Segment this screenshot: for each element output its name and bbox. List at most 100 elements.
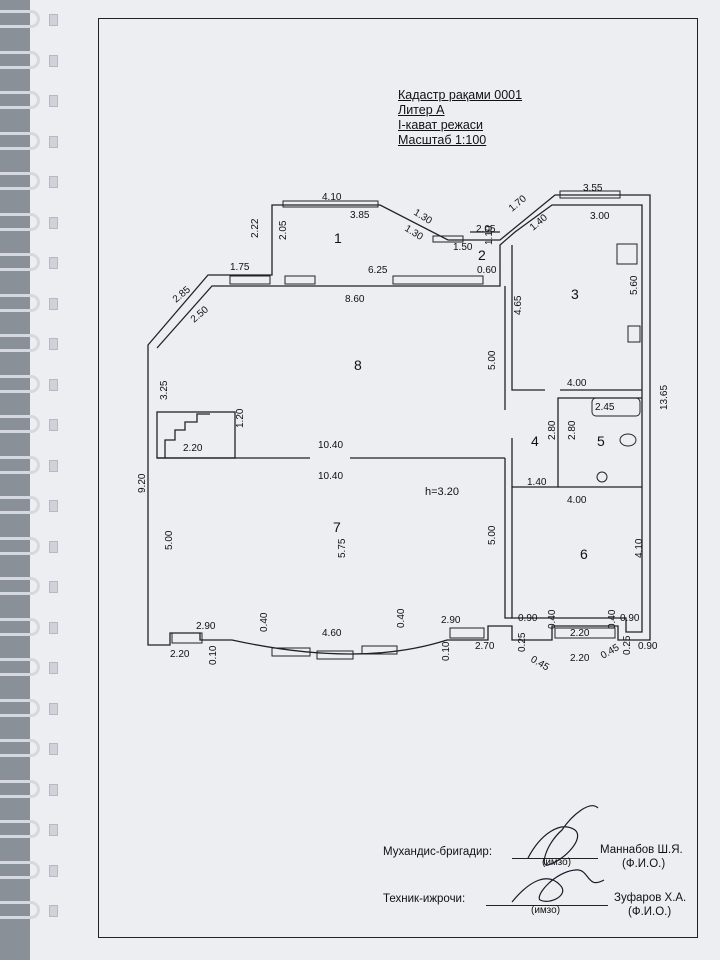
punch-hole xyxy=(49,864,58,877)
binding-ring xyxy=(0,739,40,757)
dimension-label: 9.20 xyxy=(137,473,148,493)
binding-ring xyxy=(0,374,40,393)
outer-wall xyxy=(147,194,651,655)
liter-label: Литер А xyxy=(398,103,445,117)
room-number-8: 8 xyxy=(354,357,362,373)
punch-hole xyxy=(49,905,58,917)
dimension-label: 5.00 xyxy=(487,525,498,545)
window-6 xyxy=(554,627,616,639)
dimension-label: 0.10 xyxy=(208,645,219,665)
dimension-label: 6.25 xyxy=(368,265,388,276)
punch-hole xyxy=(49,702,58,715)
window-2 xyxy=(432,235,464,243)
dimension-label: 2.85 xyxy=(171,284,193,305)
dimension-label: 0.40 xyxy=(259,612,270,632)
room-number-2: 2 xyxy=(478,247,486,263)
binding-ring xyxy=(0,577,40,595)
dimension-label: 1.40 xyxy=(527,477,547,488)
punch-hole xyxy=(49,500,58,512)
punch-hole xyxy=(49,743,58,755)
punch-hole xyxy=(49,459,58,472)
dimension-label: 2.20 xyxy=(570,628,590,639)
bathtub xyxy=(591,397,641,417)
dimension-label: 2.90 xyxy=(441,615,461,626)
window-7d xyxy=(361,645,398,655)
punch-hole xyxy=(49,581,58,593)
dimension-label: 0.45 xyxy=(599,642,622,661)
dimension-label: 8.60 xyxy=(345,294,365,305)
room-number-5: 5 xyxy=(597,433,605,449)
window-8c xyxy=(392,275,484,285)
binding-ring xyxy=(0,820,40,838)
punch-hole xyxy=(49,419,58,431)
window-8a xyxy=(229,275,271,285)
drawing-frame xyxy=(98,18,698,938)
dimension-label: 5.60 xyxy=(629,275,640,295)
dimension-label: 1.10 xyxy=(484,225,495,245)
dimension-label: 2.22 xyxy=(250,218,261,238)
dimension-label: 2.80 xyxy=(567,420,578,440)
punch-hole xyxy=(49,824,58,836)
window-3 xyxy=(559,190,621,199)
binding-ring xyxy=(0,10,40,28)
engineer-role: Мухандис-бригадир: xyxy=(383,846,493,858)
punch-hole xyxy=(49,135,58,148)
dimension-label: 4.00 xyxy=(567,378,587,389)
dimension-label: 13.65 xyxy=(659,385,670,410)
punch-hole xyxy=(49,378,58,391)
dimension-label: 5.00 xyxy=(487,350,498,370)
punch-hole xyxy=(49,621,58,634)
wall-7-8 xyxy=(504,286,512,619)
dimension-label: 5.75 xyxy=(337,538,348,558)
dimension-label: 0.10 xyxy=(441,641,452,661)
dimension-label: 3.55 xyxy=(583,183,603,194)
window-1 xyxy=(282,200,379,208)
binding-ring xyxy=(0,779,40,798)
binding-ring xyxy=(0,415,40,433)
dimension-label: 4.00 xyxy=(567,495,587,506)
technician-name: Зуфаров Х.А. xyxy=(614,892,687,904)
drain xyxy=(596,471,608,483)
binding-ring xyxy=(0,293,40,312)
technician-sign-caption: (имзо) xyxy=(531,905,561,916)
punch-hole xyxy=(49,257,58,269)
punch-hole xyxy=(49,783,58,796)
dimension-label: 0.60 xyxy=(477,265,497,276)
dimension-label: 1.70 xyxy=(507,193,529,214)
punch-hole xyxy=(49,176,58,188)
partition-3 xyxy=(511,245,642,391)
dimension-label: 2.20 xyxy=(570,653,590,664)
binding-ring xyxy=(0,901,40,919)
title-block: Кадастр рақами 0001 Литер А I-кават режа… xyxy=(398,88,522,148)
technician-sign-line xyxy=(486,905,608,906)
engineer-fio: (Ф.И.О.) xyxy=(622,858,666,870)
window-7a xyxy=(171,632,203,644)
dimension-label: 4.10 xyxy=(634,538,645,558)
dimension-label: 3.85 xyxy=(350,210,370,221)
binding-ring xyxy=(0,253,40,271)
dimension-label: 1.75 xyxy=(230,262,250,273)
dimension-label: 2.45 xyxy=(595,402,615,413)
stair-steps xyxy=(164,413,210,458)
dimension-label: 4.60 xyxy=(322,628,342,639)
dimension-label: 10.40 xyxy=(318,440,343,451)
binding-ring xyxy=(0,91,40,109)
dimension-label: 0.90 xyxy=(518,613,538,624)
dimension-label: 0.45 xyxy=(529,654,552,673)
scale-label: Масштаб 1:100 xyxy=(398,133,487,147)
punch-hole xyxy=(49,54,58,67)
technician-fio: (Ф.И.О.) xyxy=(628,906,672,918)
binding-ring xyxy=(0,455,40,474)
dimension-label: 0.40 xyxy=(547,609,558,629)
room-number-6: 6 xyxy=(580,546,588,562)
punch-hole xyxy=(49,338,58,350)
window-7c xyxy=(316,650,354,660)
inner-wall-offset xyxy=(156,204,643,633)
dimension-label: 2.05 xyxy=(476,224,496,235)
binding-ring xyxy=(0,172,40,190)
stove xyxy=(616,243,638,265)
room-number-1: 1 xyxy=(334,230,342,246)
dimension-label: 0.40 xyxy=(607,609,618,629)
punch-hole xyxy=(49,95,58,107)
